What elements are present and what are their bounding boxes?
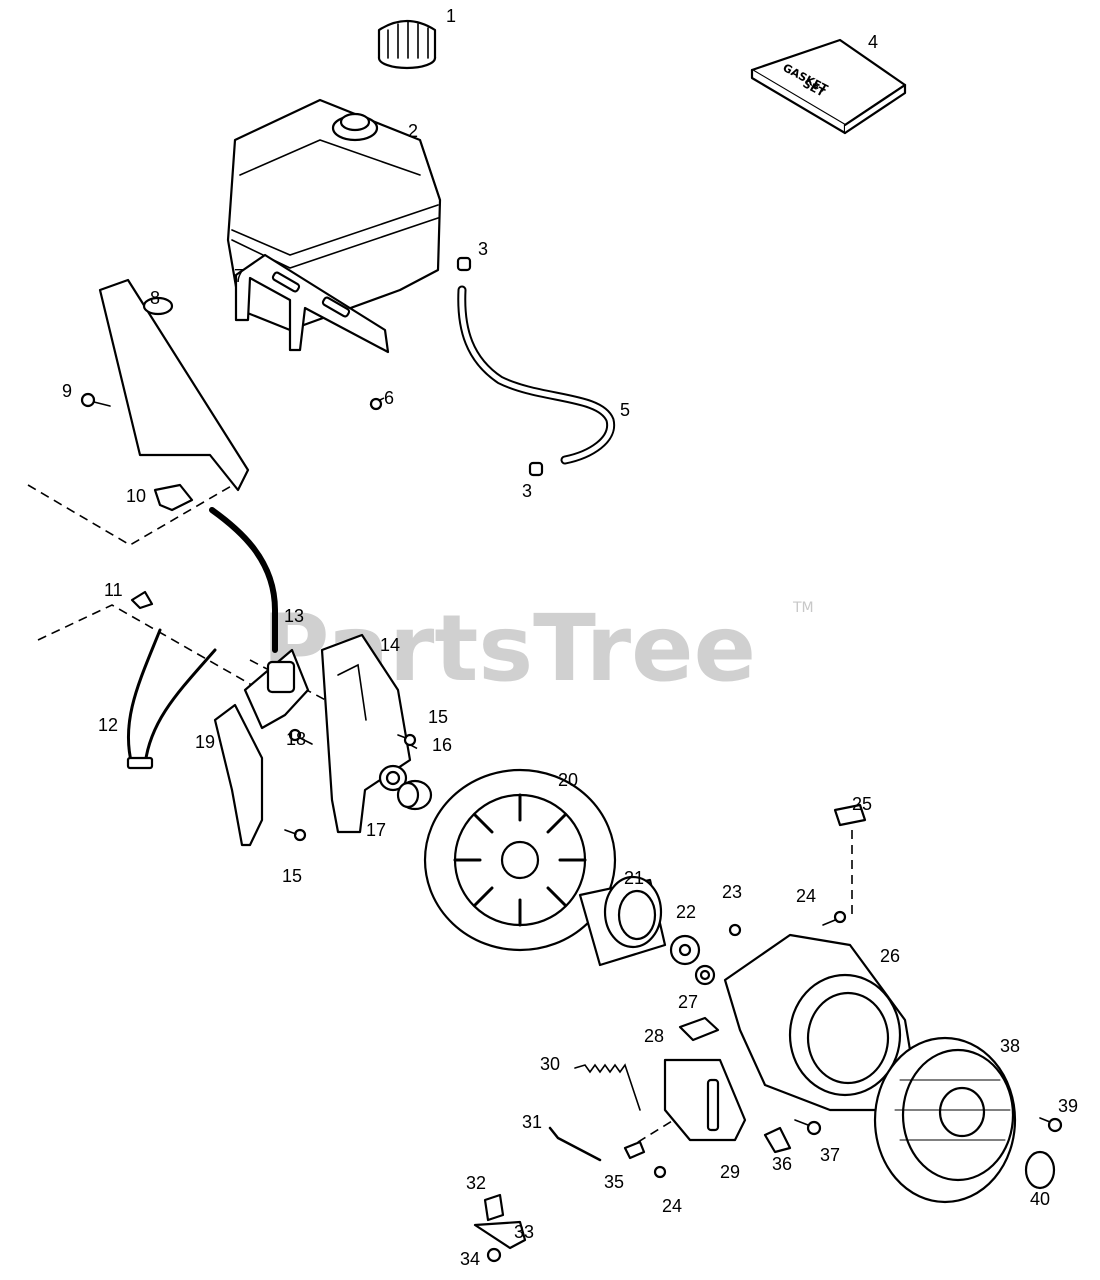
screw-part-24a (822, 910, 847, 926)
callout-17: 17 (366, 820, 386, 840)
callout-6: 6 (384, 388, 394, 408)
plate-part (678, 1016, 720, 1042)
callout-12: 12 (98, 715, 118, 735)
nut-part (694, 964, 716, 986)
screw-part-24b (653, 1165, 667, 1179)
bushing-part-16 (378, 764, 408, 792)
callout-40: 40 (1030, 1189, 1050, 1209)
callout-10: 10 (126, 486, 146, 506)
callout-39: 39 (1058, 1096, 1078, 1116)
callout-28: 28 (644, 1026, 664, 1046)
grommet-part (763, 1126, 792, 1154)
callout-32: 32 (466, 1173, 486, 1193)
callout-24b: 24 (662, 1196, 682, 1216)
callout-34: 34 (460, 1249, 480, 1269)
callout-3a: 3 (478, 239, 488, 259)
tank-bracket-part (234, 253, 390, 354)
bolt-part-37 (794, 1119, 822, 1136)
callout-20: 20 (558, 770, 578, 790)
nut-part-34 (486, 1247, 502, 1263)
callout-36: 36 (772, 1154, 792, 1174)
callout-7: 7 (234, 266, 244, 286)
callout-30: 30 (540, 1054, 560, 1074)
watermark-trademark: TM (792, 600, 814, 616)
knob-part-32 (483, 1193, 505, 1222)
air-guide-part (320, 633, 412, 834)
flywheel-part (423, 768, 617, 952)
reference-line-lower (37, 604, 279, 701)
callout-29: 29 (720, 1162, 740, 1182)
spark-plug-wire (209, 507, 278, 653)
ground-wire-part (126, 628, 217, 770)
callout-24a: 24 (796, 886, 816, 906)
screw-part-9 (80, 392, 111, 408)
callout-8: 8 (150, 288, 160, 308)
callout-3b: 3 (522, 481, 532, 501)
control-bracket-part (663, 1058, 747, 1142)
lever-part-33 (473, 1220, 527, 1250)
callout-15b: 15 (282, 866, 302, 886)
callout-9: 9 (62, 381, 72, 401)
elbow-part (153, 483, 194, 512)
fuel-line-part (457, 285, 616, 465)
callout-33: 33 (514, 1222, 534, 1242)
callout-35: 35 (604, 1172, 624, 1192)
screw-part-23 (728, 923, 742, 937)
bracket-plate-part (213, 703, 264, 847)
callout-4: 4 (868, 32, 878, 52)
tank-support-part (98, 278, 250, 492)
callout-22: 22 (676, 902, 696, 922)
bolt-part-15a (397, 733, 417, 747)
blower-housing-part (723, 933, 917, 1112)
decal-part (833, 803, 867, 827)
bolt-part-18 (288, 728, 313, 745)
washer-part (669, 934, 701, 966)
callout-27: 27 (678, 992, 698, 1012)
callout-21: 21 (624, 868, 644, 888)
callout-11: 11 (104, 580, 123, 600)
callout-19: 19 (195, 732, 215, 752)
spring-part (574, 1063, 641, 1111)
callout-16: 16 (432, 735, 452, 755)
link-rod-part (548, 1126, 602, 1162)
callout-38: 38 (1000, 1036, 1020, 1056)
callout-2: 2 (408, 121, 418, 141)
clip-part (130, 590, 154, 610)
screw-part-6 (369, 397, 385, 411)
callout-5: 5 (620, 400, 630, 420)
bolt-part-39 (1039, 1117, 1063, 1133)
hose-clamp-part (456, 256, 544, 477)
callout-13: 13 (284, 606, 304, 626)
callout-14: 14 (380, 635, 400, 655)
clip-part-35 (623, 1140, 646, 1160)
o-ring-part (1024, 1150, 1056, 1190)
bushing-part-17 (396, 779, 433, 811)
callout-25: 25 (852, 794, 872, 814)
ignition-coil-part (243, 648, 310, 730)
callout-18: 18 (286, 729, 306, 749)
callout-1: 1 (446, 6, 456, 26)
gasket-set-part: GASKET SET (750, 38, 907, 135)
bolt-part-15b (284, 828, 307, 842)
callout-26: 26 (880, 946, 900, 966)
callout-31: 31 (522, 1112, 542, 1132)
starter-cup-part (578, 875, 667, 967)
callout-15a: 15 (428, 707, 448, 727)
callout-37: 37 (820, 1145, 840, 1165)
recoil-starter-part (873, 1036, 1017, 1204)
callout-23: 23 (722, 882, 742, 902)
fuel-cap-part (377, 19, 437, 70)
